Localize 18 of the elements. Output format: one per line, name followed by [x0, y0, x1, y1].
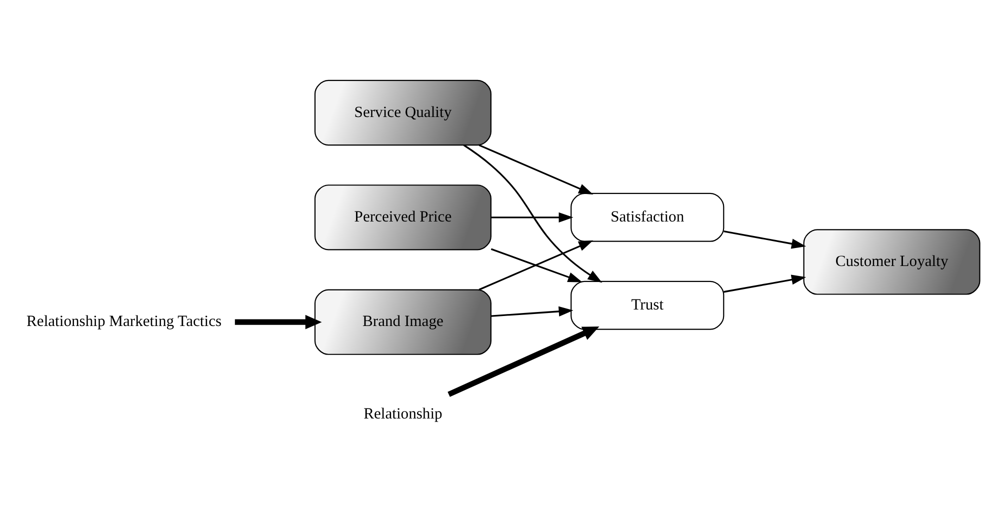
node-box: Satisfaction — [570, 192, 724, 242]
arrow — [491, 212, 574, 222]
arrow — [491, 306, 574, 316]
node-box: Trust — [570, 280, 724, 330]
node-box: Service Quality — [314, 79, 492, 146]
arrow — [724, 230, 806, 248]
arrow — [234, 314, 322, 329]
node-box: Brand Image — [314, 288, 492, 354]
node-box: Customer Loyalty — [803, 228, 980, 294]
node-text: Relationship — [364, 405, 442, 422]
arrow — [490, 248, 582, 282]
arrow — [448, 326, 600, 396]
arrow — [724, 274, 806, 292]
node-text: Relationship Marketing Tactics — [26, 312, 222, 330]
arrow — [478, 144, 594, 194]
arrow — [463, 144, 602, 282]
arrow — [478, 240, 594, 290]
node-box: Perceived Price — [314, 184, 492, 250]
